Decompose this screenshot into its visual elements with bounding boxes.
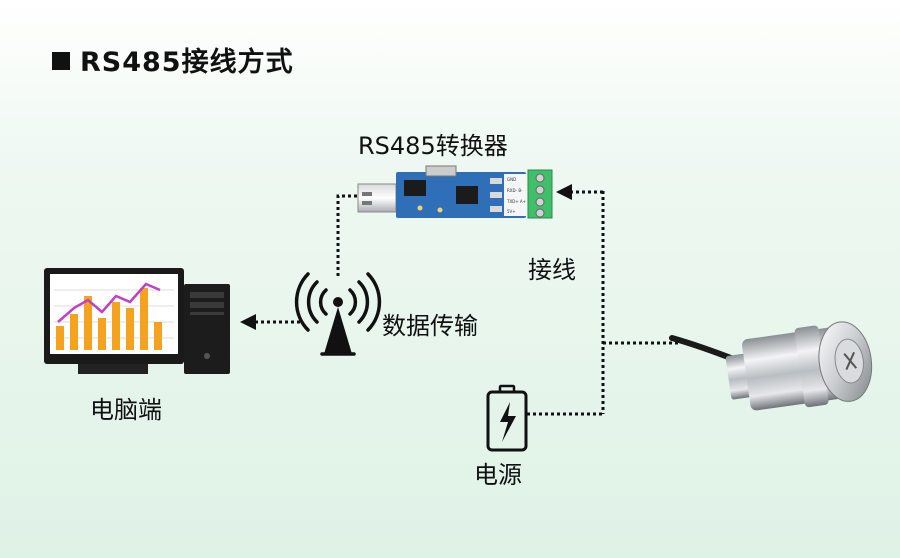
data-transfer-label: 数据传输 (382, 312, 478, 340)
rs485-converter-image: GND RXD- B- TXD+ A+ 5V+ (357, 165, 553, 219)
board-pin-label: TXD+ A+ (506, 199, 526, 204)
wiring-label: 接线 (528, 256, 576, 284)
page-title: RS485接线方式 (52, 40, 294, 79)
board-pin-label: RXD- B- (507, 188, 523, 193)
battery-icon (486, 384, 528, 452)
converter-label: RS485转换器 (358, 132, 508, 160)
arrow-left-icon (556, 184, 572, 200)
board-pin-label: 5V+ (507, 209, 516, 214)
computer-label: 电脑端 (90, 396, 162, 424)
wireless-antenna-icon (294, 272, 382, 356)
arrow-left-icon (240, 314, 256, 330)
pressure-sensor-image (669, 321, 873, 411)
power-label: 电源 (474, 461, 522, 489)
square-bullet-icon (52, 52, 70, 70)
computer-image (44, 268, 230, 374)
page-title-text: RS485接线方式 (80, 47, 294, 78)
board-pin-label: GND (507, 177, 516, 182)
